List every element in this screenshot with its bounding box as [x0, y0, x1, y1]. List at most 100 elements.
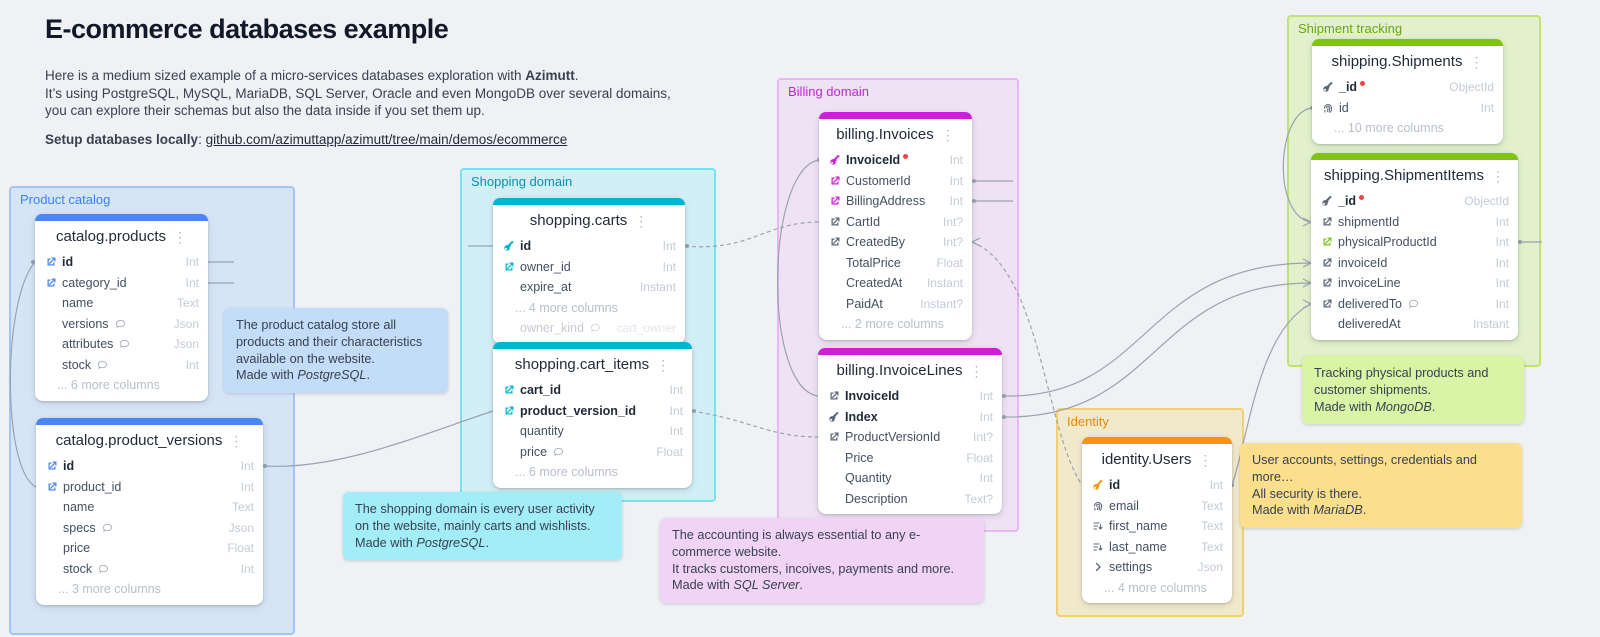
table-header[interactable]: shopping.carts⋮ — [493, 205, 685, 236]
note-shopping[interactable]: The shopping domain is every user activi… — [343, 492, 622, 561]
more-columns[interactable]: ... 4 more columns — [1104, 580, 1207, 595]
dots-vertical-menu-icon[interactable]: ⋮ — [173, 228, 188, 245]
column-name: owner_id — [520, 259, 571, 274]
link-icon — [828, 174, 841, 187]
note-shipment-tracking[interactable]: Tracking physical products and customer … — [1302, 356, 1524, 425]
table-header[interactable]: shipping.ShipmentItems⋮ — [1311, 160, 1518, 191]
more-columns[interactable]: ... 4 more columns — [515, 300, 618, 315]
column-name: physicalProductId — [1338, 235, 1437, 250]
column-type: Int — [240, 459, 254, 474]
table-header[interactable]: shopping.cart_items⋮ — [493, 349, 692, 380]
dots-vertical-menu-icon[interactable]: ⋮ — [656, 356, 671, 373]
table-header[interactable]: shipping.Shipments⋮ — [1312, 46, 1503, 77]
note-product-catalog[interactable]: The product catalog store all products a… — [224, 308, 448, 394]
more-columns[interactable]: ... 2 more columns — [841, 317, 944, 332]
dots-vertical-menu-icon[interactable]: ⋮ — [969, 362, 984, 379]
dots-vertical-menu-icon[interactable]: ⋮ — [229, 432, 244, 449]
dots-vertical-menu-icon[interactable]: ⋮ — [940, 126, 955, 143]
dots-vertical-menu-icon[interactable]: ⋮ — [1469, 53, 1484, 70]
dots-vertical-menu-icon[interactable]: ⋮ — [1491, 167, 1506, 184]
table-header[interactable]: billing.InvoiceLines⋮ — [818, 355, 1002, 386]
more-columns[interactable]: ... 3 more columns — [58, 582, 161, 597]
link-icon — [1320, 277, 1333, 290]
table-header[interactable]: catalog.products⋮ — [35, 221, 208, 252]
column-type: Text — [1200, 539, 1223, 554]
red-dot-indicator — [1359, 195, 1365, 200]
more-columns[interactable]: ... 6 more columns — [57, 378, 160, 393]
setup-link[interactable]: github.com/azimuttapp/azimutt/tree/main/… — [205, 131, 568, 147]
note-billing[interactable]: The accounting is always essential to an… — [660, 518, 984, 604]
note-identity[interactable]: User accounts, settings, credentials and… — [1240, 443, 1522, 529]
domain-label: Shipment tracking — [1298, 21, 1403, 36]
dots-vertical-menu-icon[interactable]: ⋮ — [1198, 451, 1213, 468]
more-columns[interactable]: ... 6 more columns — [515, 465, 618, 480]
table-header[interactable]: catalog.product_versions⋮ — [36, 425, 263, 456]
column-type: Int — [662, 239, 676, 254]
more-columns[interactable]: ... 10 more columns — [1334, 121, 1444, 136]
column-name: attributes — [62, 337, 114, 352]
dots-vertical-menu-icon[interactable]: ⋮ — [634, 212, 649, 229]
column-type: Int — [1495, 255, 1509, 270]
domain-label: Product catalog — [20, 192, 111, 207]
table-header[interactable]: billing.Invoices⋮ — [819, 119, 972, 150]
table-header[interactable]: identity.Users⋮ — [1082, 444, 1232, 475]
